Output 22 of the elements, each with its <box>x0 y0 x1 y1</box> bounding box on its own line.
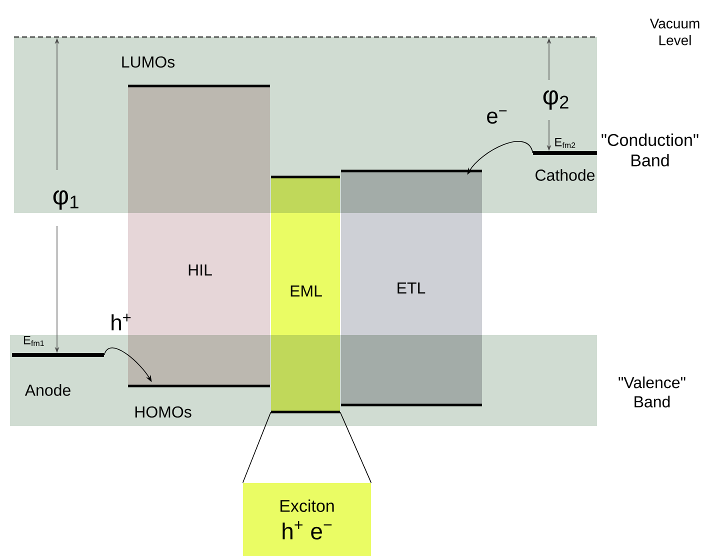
edge-label: e$^{−}$ <box>487 110 507 124</box>
level-label: HOMOs <box>135 406 192 418</box>
edge-label: h$^{+}$ <box>112 314 131 330</box>
work-function-label: φ$_{2}$ <box>543 90 568 110</box>
node-label: Cathode <box>536 169 595 181</box>
node-label: Anode <box>24 384 70 396</box>
level-label: Vacuum Level <box>650 18 700 46</box>
band-label: "Valence" Band <box>618 376 686 408</box>
layer-box: EML <box>271 176 340 414</box>
node-label: HIL <box>188 264 212 276</box>
layer-box: ETL <box>341 170 482 406</box>
node-label: E$_{fm1}$ <box>24 336 44 346</box>
exciton-box: Exciton h$^{+}$ e$^{−}$ <box>243 482 371 556</box>
level-label: LUMOs <box>122 56 175 68</box>
connector-line <box>340 412 372 484</box>
connector-line <box>242 412 272 484</box>
electrode: E$_{fm1}$ Anode <box>12 336 104 396</box>
electrode: E$_{fm2}$ Cathode <box>533 138 597 181</box>
band-label: "Conduction" Band <box>602 134 698 166</box>
layer-box: HIL <box>128 84 270 388</box>
work-function-label: φ$_{1}$ <box>53 190 78 210</box>
node-label: E$_{fm2}$ <box>555 138 576 148</box>
